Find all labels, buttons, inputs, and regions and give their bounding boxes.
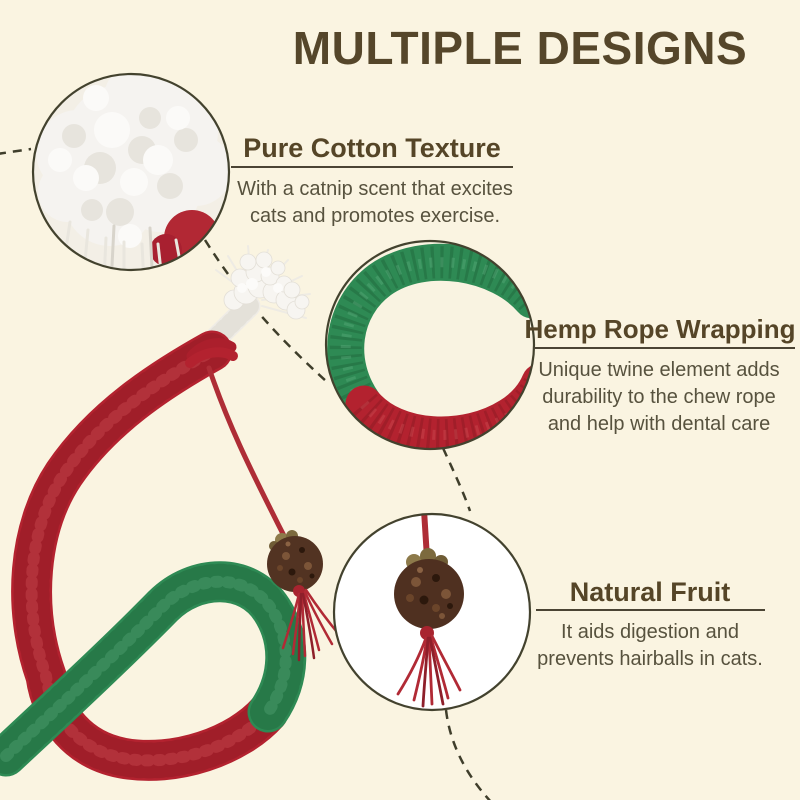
rope-toy-product — [0, 245, 344, 781]
fruit-callout-body: It aids digestion and prevents hairballs… — [505, 619, 795, 673]
cotton-body-line-1: With a catnip scent that excites — [237, 178, 513, 200]
hemp-body-line-3: and help with dental care — [547, 413, 771, 435]
inset-circle-cotton — [31, 72, 231, 272]
fruit-callout-heading: Natural Fruit — [569, 577, 731, 607]
hemp-callout-body: Unique twine element adds durability to … — [514, 357, 800, 438]
page-title: MULTIPLE DESIGNS — [292, 22, 748, 74]
hemp-callout-heading: Hemp Rope Wrapping — [524, 314, 796, 344]
dashed-connector-fruit-to-bottom — [444, 709, 492, 800]
dashed-connector-hemp-to-fruit — [441, 447, 472, 512]
cotton-inset-border — [31, 72, 231, 272]
hanging-cord — [206, 365, 294, 554]
rope-knot-wrap — [185, 338, 238, 368]
cotton-tassel-fluff — [215, 245, 311, 320]
fruit-inset-ball — [394, 548, 464, 629]
fruit-body-line-1: It aids digestion and — [561, 621, 739, 643]
fruit-body-line-2: prevents hairballs in cats. — [537, 648, 763, 670]
hemp-body-line-1: Unique twine element adds — [538, 359, 780, 381]
hemp-inset-green-rope — [327, 243, 534, 423]
cotton-callout-heading: Pure Cotton Texture — [243, 133, 501, 163]
inset-circle-fruit — [332, 512, 532, 712]
cotton-callout-body: With a catnip scent that excites cats an… — [225, 176, 525, 230]
cotton-body-line-2: cats and promotes exercise. — [249, 205, 501, 227]
inset-circle-hemp — [324, 239, 536, 451]
dashed-connector-left-edge — [0, 147, 32, 155]
rope-green-loop — [0, 561, 307, 777]
fruit-ball — [267, 530, 323, 592]
hemp-inset-border — [324, 239, 536, 451]
hemp-body-line-2: durability to the chew rope — [542, 386, 776, 408]
cotton-callout-underline — [231, 166, 513, 168]
hemp-callout-underline — [534, 347, 795, 349]
fruit-callout-underline — [536, 609, 765, 611]
fruit-inset-tassel — [396, 626, 462, 708]
fruit-inset-border — [332, 512, 532, 712]
rope-red — [11, 330, 289, 781]
